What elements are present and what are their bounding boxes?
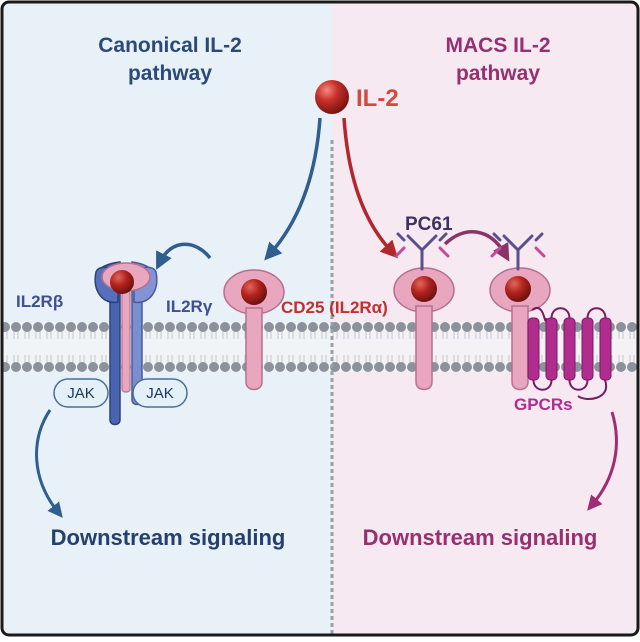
jak-left-label: JAK [67, 385, 95, 402]
left-title-line1: Canonical IL-2 [98, 34, 242, 57]
il2-ligand-icon [315, 80, 349, 114]
cd25-il2-icon [241, 279, 267, 305]
gpcr-seven-helix-icon [527, 306, 612, 400]
il2-receptor-trimer: JAK JAK [53, 261, 188, 426]
jak-right-box [132, 378, 188, 408]
pc61-antibody-2-icon [490, 232, 546, 271]
arrow-jak-to-signaling [35, 409, 63, 518]
cd25-receptor [223, 269, 285, 391]
il2r-gamma-label: IL2Rγ [166, 297, 213, 316]
jak-left-box [53, 378, 109, 408]
arrow-gpcr-to-signaling [587, 411, 618, 511]
jak-right-label: JAK [146, 385, 174, 402]
cd25-gpcr-complex [489, 267, 551, 391]
gpcr-label: GPCRs [514, 395, 573, 414]
bound-il2-icon [110, 270, 134, 294]
arrow-cd25-to-trimer [156, 242, 212, 270]
cell-membrane [3, 322, 637, 372]
pc61-label: PC61 [405, 214, 453, 235]
left-downstream-label: Downstream signaling [51, 525, 286, 550]
arrow-il2-to-macs-cd25 [342, 117, 398, 259]
left-panel-background [3, 3, 332, 634]
pc61-antibody-icon [394, 232, 450, 271]
cd25-label: CD25 (IL2Rα) [281, 298, 388, 317]
right-title-line1: MACS IL-2 [446, 34, 551, 57]
macs-cd25-il2-icon [411, 276, 437, 302]
gpcr-complex-il2-icon [505, 276, 531, 302]
il2-label: IL-2 [356, 85, 399, 112]
arrow-il2-to-cd25 [264, 117, 322, 261]
right-title-line2: pathway [456, 62, 540, 85]
right-downstream-label: Downstream signaling [363, 525, 598, 550]
macs-cd25-receptor [393, 267, 455, 391]
left-title-line2: pathway [128, 62, 212, 85]
il2r-beta-label: IL2Rβ [16, 292, 63, 311]
